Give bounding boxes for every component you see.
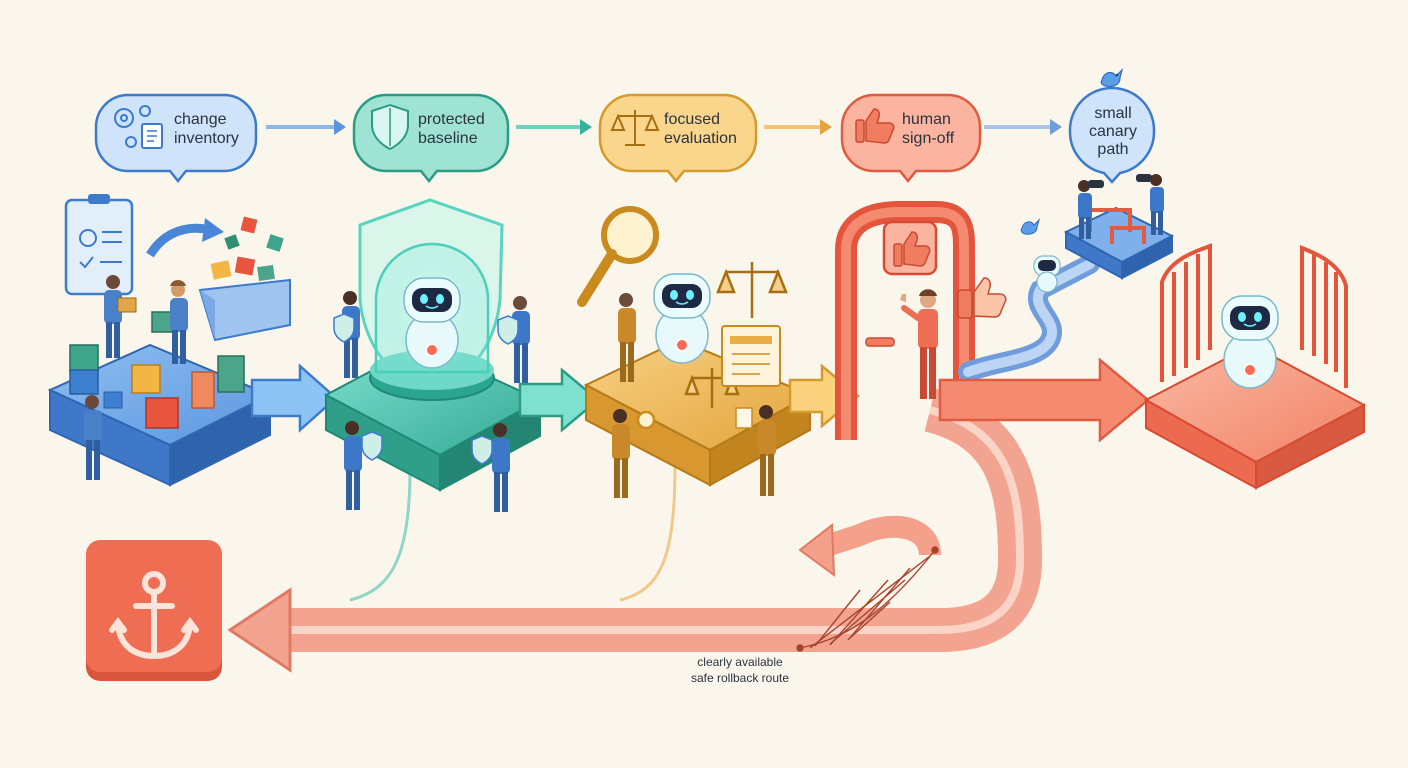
bird-icon: [1100, 68, 1124, 88]
guard-figure: [471, 423, 510, 512]
stage-label-line: focused: [664, 111, 720, 128]
stage-bubble-protected-baseline: protected baseline: [352, 93, 510, 184]
bubble-row: change inventory protected baseline: [94, 68, 1156, 184]
robot-icon: [1033, 255, 1061, 293]
worker-figure: [104, 275, 137, 358]
document-icon: [141, 123, 163, 149]
gears-icon: [114, 105, 151, 148]
scales-icon: [610, 110, 660, 146]
robot-icon: [1221, 295, 1279, 389]
forward-arrow: [938, 357, 1150, 443]
open-gate: [1160, 243, 1212, 382]
stage-label-line: baseline: [418, 130, 478, 147]
canary-path: [958, 174, 1175, 382]
stage-bubble-focused-evaluation: focused evaluation: [598, 93, 758, 184]
rollback-caption-line: safe rollback route: [691, 671, 789, 685]
flow-arrow: [764, 119, 832, 135]
stage-label-line: path: [1097, 141, 1128, 158]
worker-figure: [735, 405, 776, 496]
flow-arrow: [984, 119, 1062, 135]
anchor-icon: [109, 571, 199, 660]
thumbs-up-icon: [882, 220, 938, 276]
stage-label-line: inventory: [174, 130, 239, 147]
platform-change-inventory: [47, 194, 338, 487]
bird-icon: [1020, 218, 1041, 235]
worker-figure: [612, 409, 656, 498]
rollback-arrowhead: [227, 587, 292, 673]
stage-bubble-change-inventory: change inventory: [94, 93, 258, 184]
flow-arrow: [516, 119, 592, 135]
stage-label-line: evaluation: [664, 130, 737, 147]
stage-label-line: change: [174, 111, 227, 128]
human-sign-off-gate: [835, 201, 1007, 440]
observer-figure: [1078, 180, 1104, 239]
net-icon: [796, 546, 939, 652]
stage-bubble-human-sign-off: human sign-off: [840, 93, 982, 184]
platform-protected-baseline: [323, 198, 600, 512]
rollback-caption-line: clearly available: [697, 655, 783, 669]
robot-icon: [653, 273, 711, 364]
stage-label-line: human: [902, 111, 951, 128]
thumbs-up-icon: [855, 108, 895, 144]
anchor-tile: [86, 540, 222, 681]
platform-full-release: [1143, 243, 1367, 490]
clipboard-icon: [64, 194, 134, 296]
open-gate: [1300, 245, 1348, 388]
stage-bubble-small-canary-path: small canary path: [1068, 68, 1156, 184]
rollback-route: clearly available safe rollback route: [227, 388, 1042, 685]
reviewer-figure: [900, 289, 938, 399]
robot-icon: [403, 277, 461, 369]
guard-figure: [344, 421, 383, 510]
flow-arrow: [266, 119, 346, 135]
worker-figure: [170, 280, 188, 364]
observer-figure: [1136, 174, 1164, 235]
shield-icon: [371, 103, 409, 151]
stage-label-line: protected: [418, 111, 485, 128]
guard-figure: [333, 291, 360, 378]
guard-figure: [497, 296, 530, 383]
thumbs-up-icon: [957, 277, 1007, 319]
worker-figure: [84, 391, 123, 480]
stage-label-line: sign-off: [902, 130, 955, 147]
magnifier-icon: [577, 206, 659, 307]
platform-focused-evaluation: [577, 206, 860, 498]
worker-figure: [618, 293, 636, 382]
stage-label-line: canary: [1089, 123, 1137, 140]
stage-label-line: small: [1094, 105, 1131, 122]
